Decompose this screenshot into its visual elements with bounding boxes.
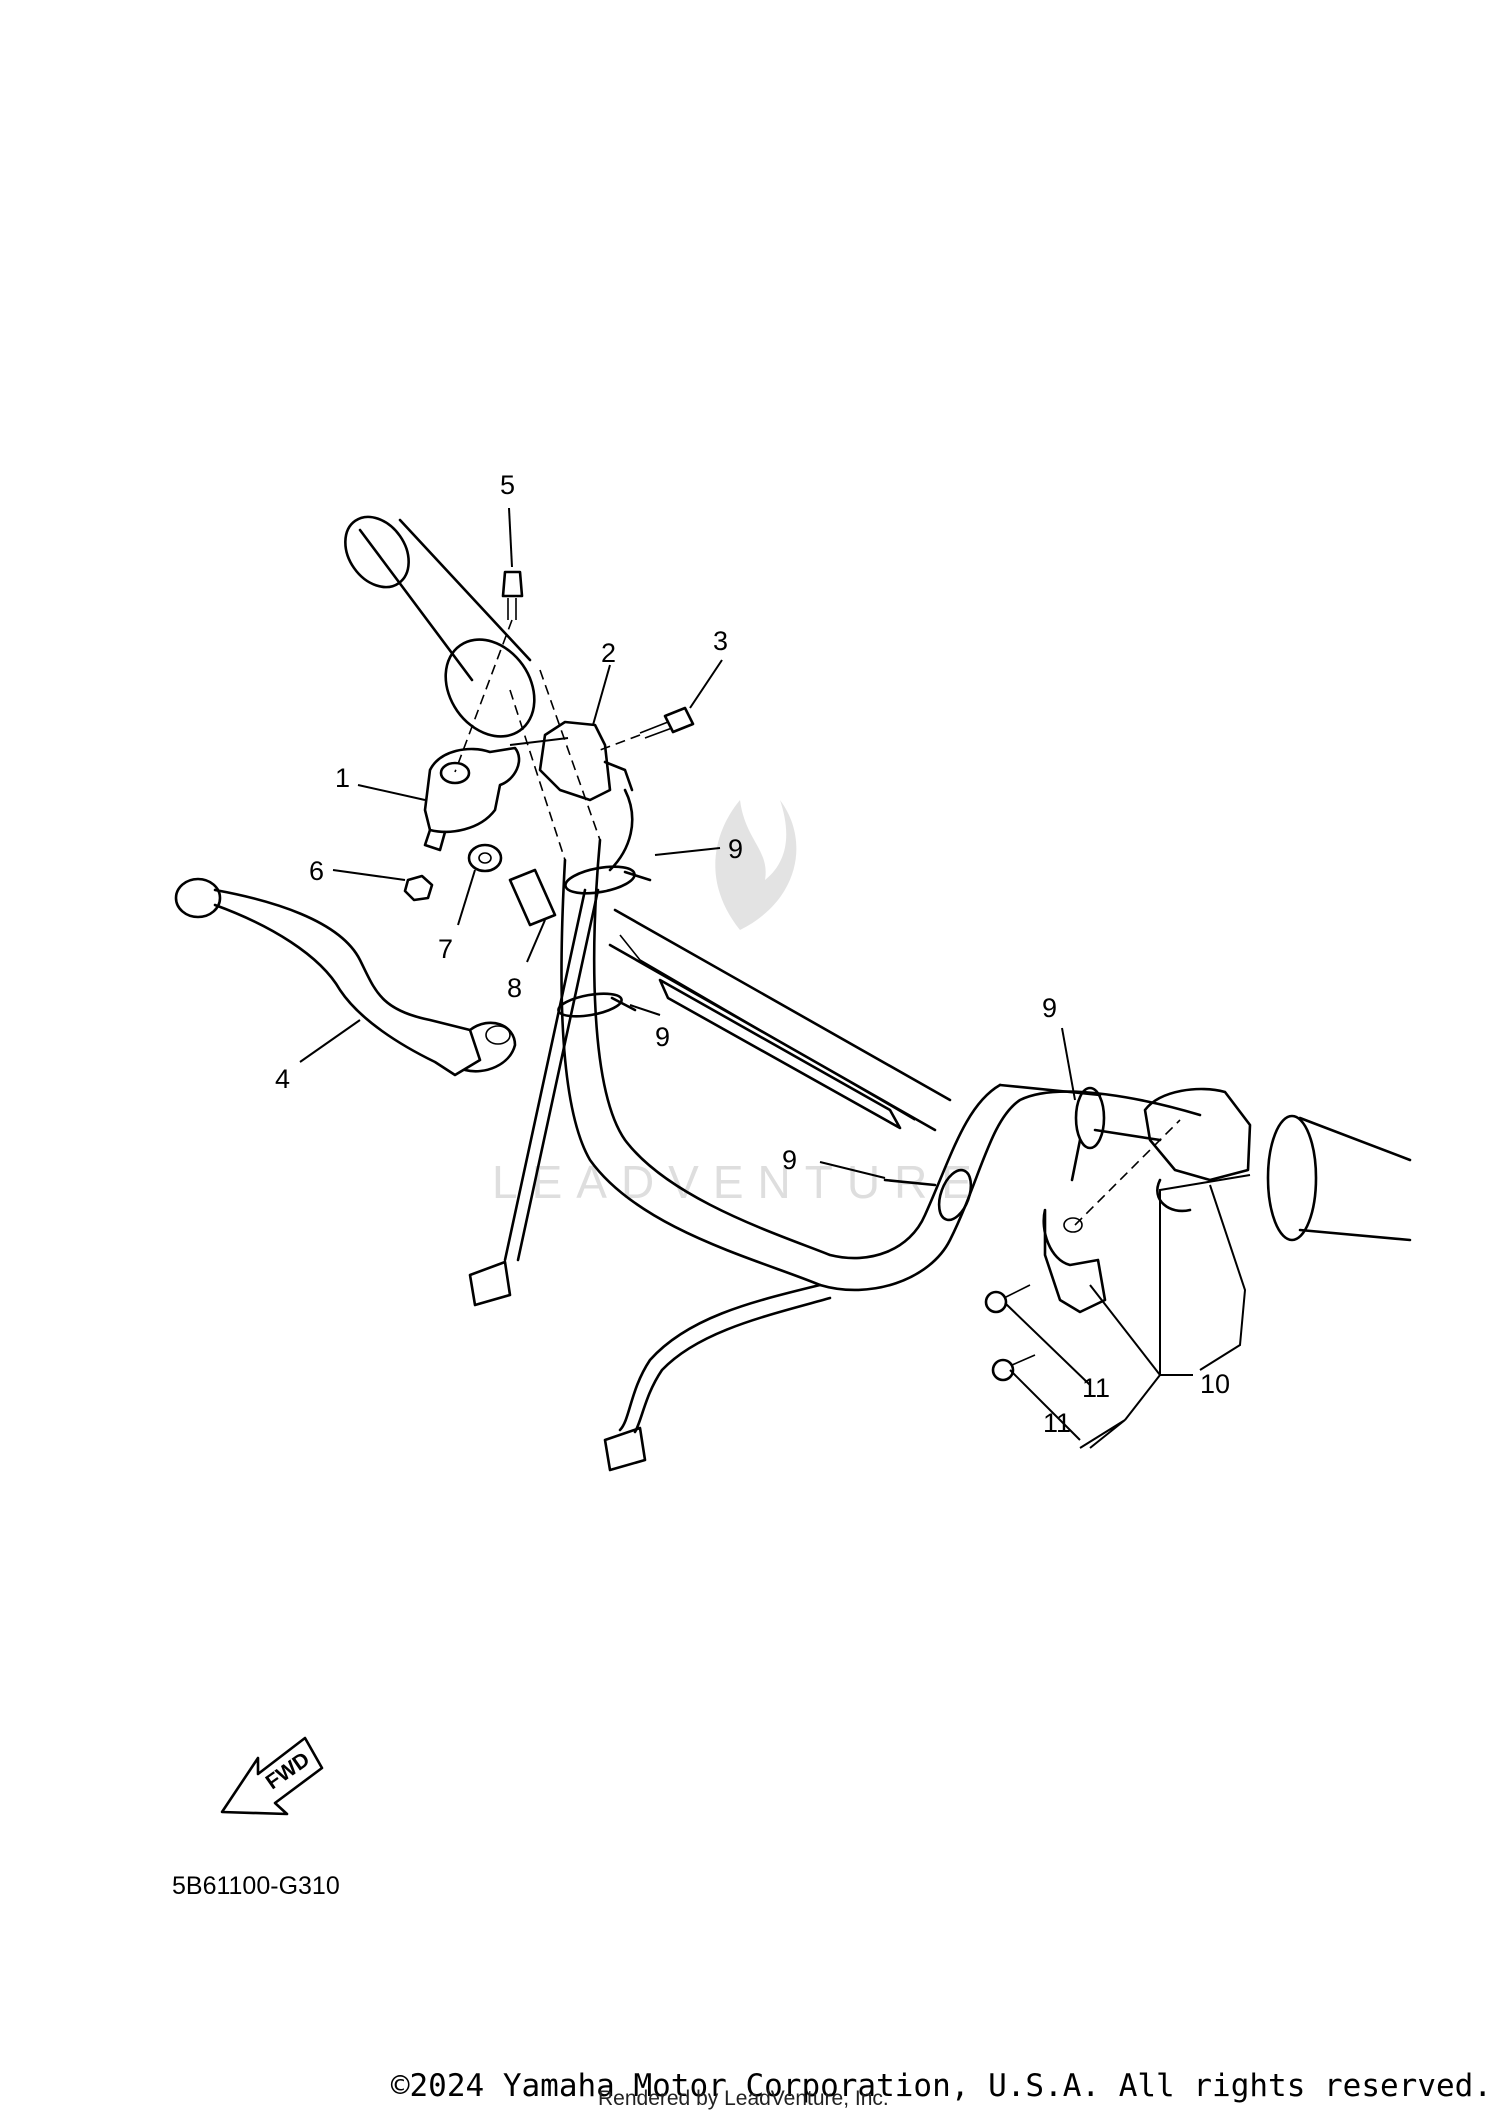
callout-9: 9 <box>782 1145 797 1175</box>
fwd-label: FWD <box>262 1748 314 1794</box>
callouts: 5 2 3 1 6 7 8 9 9 9 9 4 10 11 11 <box>275 470 1230 1438</box>
part-6-nut <box>403 874 434 902</box>
part-11-screws <box>984 1284 1036 1382</box>
part-8-adjuster-bolt <box>508 868 557 927</box>
callout-3: 3 <box>713 626 728 656</box>
part-2-switch <box>509 720 634 872</box>
wire-harness-right <box>603 1283 832 1472</box>
rendered-by-credit: Rendered by LeadVenture, Inc. <box>598 2087 889 2110</box>
callout-8: 8 <box>507 973 522 1003</box>
callout-7: 7 <box>438 934 453 964</box>
drawing-code: 5B61100-G310 <box>172 1872 340 1900</box>
left-grip <box>344 515 536 738</box>
part-3-screw <box>599 706 695 751</box>
callout-9: 9 <box>1042 993 1057 1023</box>
watermark-flame-icon <box>715 800 797 930</box>
callout-2: 2 <box>601 638 616 668</box>
wire-harness-left <box>468 888 600 1307</box>
callout-6: 6 <box>309 856 324 886</box>
callout-5: 5 <box>500 470 515 500</box>
part-7-adjuster <box>467 843 503 873</box>
part-1-lever-holder <box>423 746 521 852</box>
part-10-switch-assembly <box>1042 1087 1252 1314</box>
fwd-arrow-icon: FWD <box>220 1736 324 1816</box>
callout-11: 11 <box>1082 1373 1110 1403</box>
callout-1: 1 <box>335 763 350 793</box>
callout-9: 9 <box>655 1022 670 1052</box>
callout-10: 10 <box>1200 1369 1230 1399</box>
copyright-notice: ©2024 Yamaha Motor Corporation, U.S.A. A… <box>390 2068 1492 2104</box>
callout-4: 4 <box>275 1064 290 1094</box>
right-grip <box>1266 1114 1412 1242</box>
part-5-bolt <box>454 570 524 773</box>
callout-9: 9 <box>728 834 743 864</box>
part-4-lever <box>174 877 517 1077</box>
leader-lines <box>299 507 1251 1449</box>
callout-11: 11 <box>1043 1408 1071 1438</box>
